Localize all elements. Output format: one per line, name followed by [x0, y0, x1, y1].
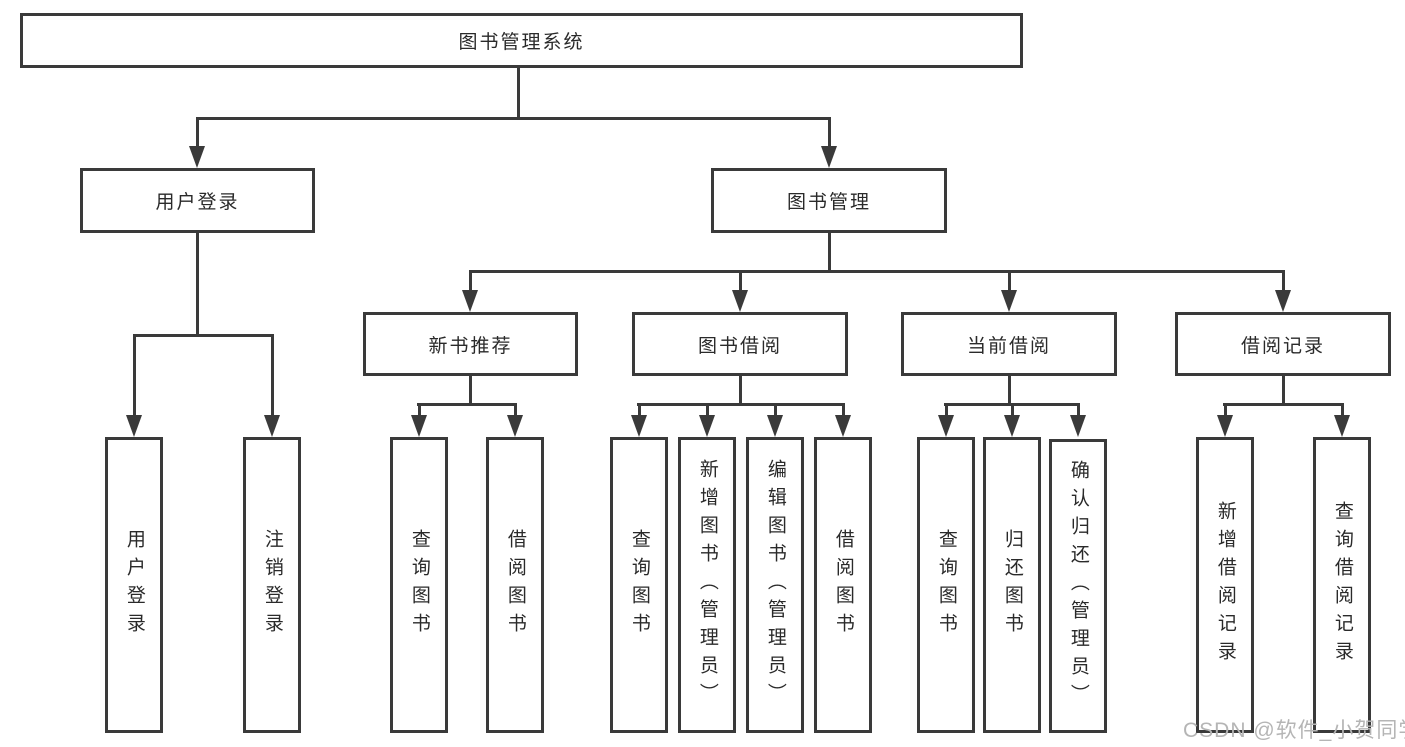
connector-line	[1224, 403, 1227, 417]
leaf-current-confirm-return: 确认归还（管理员）	[1049, 439, 1107, 733]
connector-line	[1223, 403, 1344, 406]
leaf-borrow-add-books: 新增图书（管理员）	[678, 437, 736, 733]
connector-line	[196, 117, 199, 148]
node-label: 借阅图书	[832, 529, 854, 641]
node-book-borrow: 图书借阅	[632, 312, 848, 376]
connector-line	[706, 403, 709, 417]
node-label: 图书管理系统	[458, 32, 585, 53]
connector-line	[514, 403, 517, 417]
connector-line	[842, 403, 845, 417]
arrow-down-icon	[1275, 290, 1291, 312]
connector-line	[1008, 376, 1011, 406]
node-label: 新增借阅记录	[1214, 501, 1236, 669]
connector-line	[638, 403, 641, 417]
arrow-down-icon	[507, 415, 523, 437]
leaf-records-add-record: 新增借阅记录	[1196, 437, 1254, 733]
leaf-newbook-borrow-books: 借阅图书	[486, 437, 544, 733]
node-book-management: 图书管理	[711, 168, 947, 233]
connector-line	[196, 117, 831, 120]
node-label: 查询借阅记录	[1331, 501, 1353, 669]
connector-line	[418, 403, 421, 417]
node-label: 图书管理	[786, 192, 871, 213]
connector-line	[133, 334, 274, 337]
node-label: 编辑图书（管理员）	[764, 459, 786, 711]
connector-line	[469, 270, 1285, 273]
connector-line	[1282, 376, 1285, 406]
node-label: 用户登录	[123, 529, 145, 641]
arrow-down-icon	[1334, 415, 1350, 437]
connector-line	[271, 334, 274, 415]
arrow-down-icon	[1217, 415, 1233, 437]
node-label: 查询图书	[408, 529, 430, 641]
leaf-records-query-record: 查询借阅记录	[1313, 437, 1371, 733]
arrow-down-icon	[126, 415, 142, 437]
node-label: 借阅图书	[504, 529, 526, 641]
leaf-current-return-books: 归还图书	[983, 437, 1041, 733]
node-label: 当前借阅	[966, 335, 1051, 357]
node-borrow-records: 借阅记录	[1175, 312, 1391, 376]
arrow-down-icon	[699, 415, 715, 437]
csdn-watermark: CSDN @软件_小贺同学	[1183, 719, 1405, 742]
connector-line	[774, 403, 777, 417]
node-label: 归还图书	[1001, 529, 1023, 641]
node-label: 用户登录	[155, 192, 240, 213]
arrow-down-icon	[631, 415, 647, 437]
node-root: 图书管理系统	[20, 13, 1023, 68]
connector-line	[739, 270, 742, 290]
node-user-login: 用户登录	[80, 168, 315, 233]
connector-line	[828, 117, 831, 148]
node-label: 确认归还（管理员）	[1067, 460, 1089, 712]
connector-line	[517, 68, 520, 120]
leaf-borrow-query-books: 查询图书	[610, 437, 668, 733]
node-label: 图书借阅	[697, 335, 782, 357]
leaf-borrow-edit-books: 编辑图书（管理员）	[746, 437, 804, 733]
connector-line	[1341, 403, 1344, 417]
connector-line	[1077, 403, 1080, 417]
leaf-user-login: 用户登录	[105, 437, 163, 733]
arrow-down-icon	[1004, 415, 1020, 437]
arrow-down-icon	[835, 415, 851, 437]
node-label: 查询图书	[628, 529, 650, 641]
node-label: 注销登录	[261, 529, 283, 641]
node-label: 新书推荐	[428, 335, 513, 357]
node-current-borrow: 当前借阅	[901, 312, 1117, 376]
connector-line	[1008, 270, 1011, 290]
arrow-down-icon	[821, 146, 837, 168]
node-label: 查询图书	[935, 529, 957, 641]
arrow-down-icon	[462, 290, 478, 312]
arrow-down-icon	[1001, 290, 1017, 312]
connector-line	[469, 270, 472, 290]
arrow-down-icon	[411, 415, 427, 437]
connector-line	[945, 403, 948, 417]
connector-line	[469, 376, 472, 406]
connector-line	[1282, 270, 1285, 290]
node-label: 借阅记录	[1240, 335, 1325, 357]
arrow-down-icon	[189, 146, 205, 168]
arrow-down-icon	[767, 415, 783, 437]
leaf-newbook-query-books: 查询图书	[390, 437, 448, 733]
connector-line	[133, 334, 136, 415]
connector-line	[637, 403, 844, 406]
connector-line	[739, 376, 742, 406]
connector-line	[828, 233, 831, 273]
arrow-down-icon	[938, 415, 954, 437]
connector-line	[1011, 403, 1014, 417]
leaf-borrow-borrow-books: 借阅图书	[814, 437, 872, 733]
arrow-down-icon	[264, 415, 280, 437]
arrow-down-icon	[1070, 415, 1086, 437]
connector-line	[196, 233, 199, 336]
arrow-down-icon	[732, 290, 748, 312]
leaf-current-query-books: 查询图书	[917, 437, 975, 733]
leaf-logout: 注销登录	[243, 437, 301, 733]
node-new-book-recommend: 新书推荐	[363, 312, 578, 376]
connector-line	[417, 403, 516, 406]
node-label: 新增图书（管理员）	[696, 459, 718, 711]
